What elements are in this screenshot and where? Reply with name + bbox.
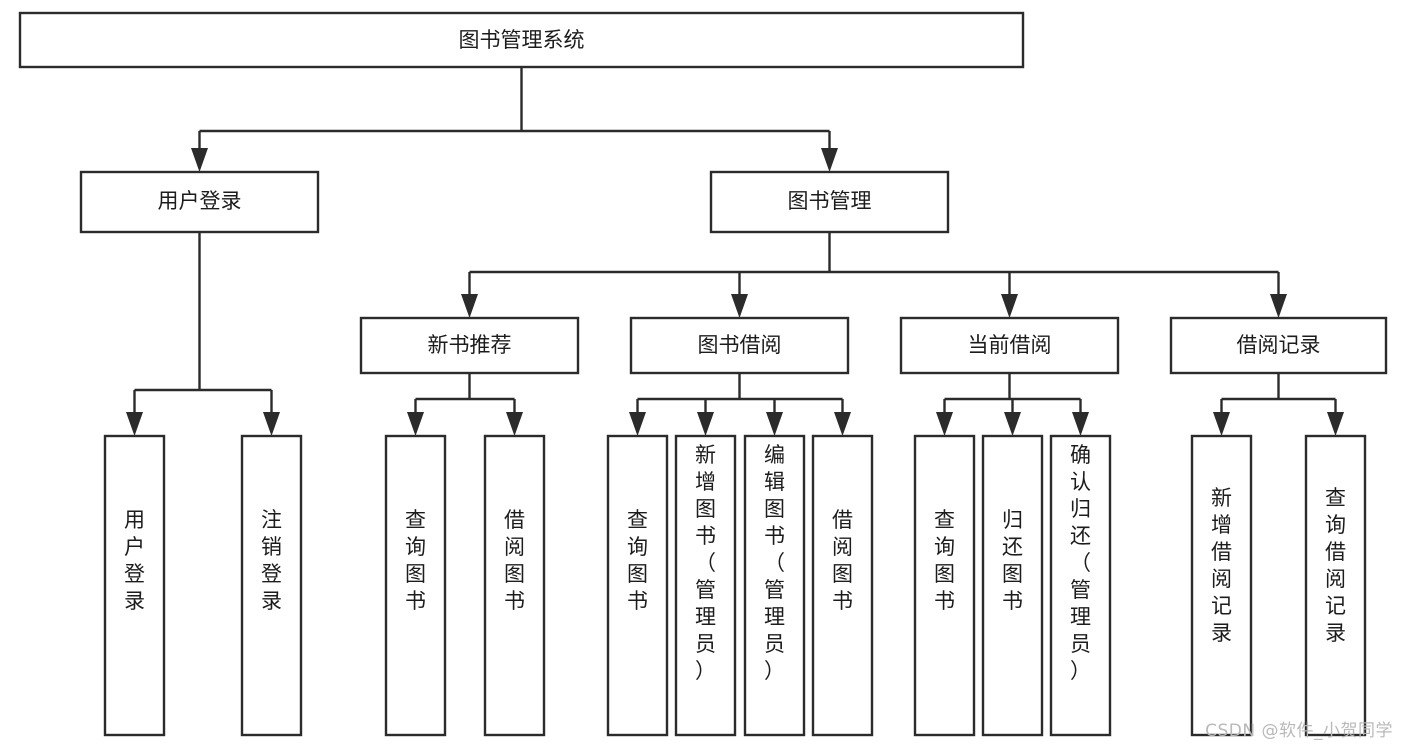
arrow-head-icon bbox=[697, 412, 714, 436]
node-label-user-login: 用户登录 bbox=[158, 189, 242, 213]
arrow-head-icon bbox=[821, 148, 838, 172]
node-label-current-borrow: 当前借阅 bbox=[968, 333, 1052, 357]
node-box-leaf[interactable] bbox=[483, 434, 546, 737]
arrow-head-icon bbox=[936, 412, 953, 436]
node-box-leaf[interactable] bbox=[384, 434, 447, 737]
node-label-leaf-logout: 注销登录 bbox=[261, 508, 282, 613]
edge-book-borrow-to-leaves bbox=[629, 373, 851, 436]
node-leaf-query-book-rec[interactable]: 查询图书 bbox=[384, 434, 447, 737]
node-label-book-borrow: 图书借阅 bbox=[698, 333, 782, 357]
node-current-borrow[interactable]: 当前借阅 bbox=[899, 316, 1120, 375]
node-leaf-borrow-book-borrow[interactable]: 借阅图书 bbox=[811, 434, 874, 737]
node-box-leaf[interactable] bbox=[1190, 434, 1253, 737]
arrow-head-icon bbox=[1001, 294, 1018, 318]
node-label-leaf-user-login: 用户登录 bbox=[124, 508, 145, 613]
node-leaf-logout[interactable]: 注销登录 bbox=[240, 434, 303, 737]
node-label-root: 图书管理系统 bbox=[459, 28, 585, 52]
node-box-leaf[interactable] bbox=[103, 434, 166, 737]
arrow-head-icon bbox=[126, 412, 143, 436]
arrow-head-icon bbox=[1270, 294, 1287, 318]
node-label-book-management: 图书管理 bbox=[788, 189, 872, 213]
edge-borrow-record-to-leaves bbox=[1213, 373, 1344, 436]
node-box-current-borrow[interactable] bbox=[899, 316, 1120, 375]
edge-user-login-to-leaves bbox=[126, 232, 280, 436]
arrow-head-icon bbox=[766, 412, 783, 436]
node-label-leaf-query-book-borrow: 查询图书 bbox=[627, 508, 648, 613]
node-box-leaf[interactable] bbox=[240, 434, 303, 737]
node-label-leaf-confirm-return-admin: 确认归还（管理员） bbox=[1070, 443, 1091, 683]
node-leaf-confirm-return-admin[interactable]: 确认归还（管理员） bbox=[1049, 434, 1112, 737]
arrow-head-icon bbox=[1072, 412, 1089, 436]
node-box-borrow-record[interactable] bbox=[1169, 316, 1388, 375]
node-leaf-user-login[interactable]: 用户登录 bbox=[103, 434, 166, 737]
node-box-leaf[interactable] bbox=[811, 434, 874, 737]
node-box-leaf[interactable] bbox=[1049, 434, 1112, 737]
arrow-head-icon bbox=[461, 294, 478, 318]
node-box-leaf[interactable] bbox=[743, 434, 806, 737]
node-leaf-query-book-borrow[interactable]: 查询图书 bbox=[606, 434, 669, 737]
node-borrow-record[interactable]: 借阅记录 bbox=[1169, 316, 1388, 375]
arrow-head-icon bbox=[1327, 412, 1344, 436]
node-new-book-recommend[interactable]: 新书推荐 bbox=[359, 316, 580, 375]
arrow-head-icon bbox=[731, 294, 748, 318]
arrow-head-icon bbox=[407, 412, 424, 436]
node-label-leaf-add-borrow-record: 新增借阅记录 bbox=[1211, 486, 1232, 645]
node-label-leaf-query-borrow-record: 查询借阅记录 bbox=[1325, 486, 1346, 645]
node-leaf-query-book-current[interactable]: 查询图书 bbox=[913, 434, 976, 737]
node-label-leaf-add-book-admin: 新增图书（管理员） bbox=[695, 443, 716, 683]
node-box-book-borrow[interactable] bbox=[629, 316, 850, 375]
node-box-leaf[interactable] bbox=[1304, 434, 1367, 737]
edge-book-mgmt-to-level3 bbox=[461, 232, 1287, 318]
arrow-head-icon bbox=[506, 412, 523, 436]
arrow-head-icon bbox=[1213, 412, 1230, 436]
node-label-new-book-recommend: 新书推荐 bbox=[428, 333, 512, 357]
node-label-borrow-record: 借阅记录 bbox=[1237, 333, 1321, 357]
arrow-head-icon bbox=[191, 148, 208, 172]
arrow-head-icon bbox=[263, 412, 280, 436]
node-box-root[interactable] bbox=[18, 11, 1025, 69]
node-box-user-login[interactable] bbox=[79, 170, 320, 234]
node-label-leaf-edit-book-admin: 编辑图书（管理员） bbox=[764, 443, 785, 683]
node-box-leaf[interactable] bbox=[606, 434, 669, 737]
node-leaf-query-borrow-record[interactable]: 查询借阅记录 bbox=[1304, 434, 1367, 737]
edge-new-book-rec-to-leaves bbox=[407, 373, 523, 436]
arrow-head-icon bbox=[834, 412, 851, 436]
node-label-leaf-return-book: 归还图书 bbox=[1002, 508, 1023, 613]
arrow-head-icon bbox=[629, 412, 646, 436]
edge-current-borrow-to-leaves bbox=[936, 373, 1089, 436]
connector-layer bbox=[126, 67, 1344, 436]
node-box-book-management[interactable] bbox=[709, 170, 950, 234]
node-leaf-add-book-admin[interactable]: 新增图书（管理员） bbox=[674, 434, 737, 737]
node-box-leaf[interactable] bbox=[981, 434, 1044, 737]
node-leaf-return-book[interactable]: 归还图书 bbox=[981, 434, 1044, 737]
node-book-management[interactable]: 图书管理 bbox=[709, 170, 950, 234]
node-box-new-book-recommend[interactable] bbox=[359, 316, 580, 375]
node-label-leaf-query-book-rec: 查询图书 bbox=[405, 508, 426, 613]
node-label-leaf-borrow-book-rec: 借阅图书 bbox=[504, 508, 525, 613]
node-box-leaf[interactable] bbox=[913, 434, 976, 737]
arrow-head-icon bbox=[1004, 412, 1021, 436]
node-box-leaf[interactable] bbox=[674, 434, 737, 737]
node-book-borrow[interactable]: 图书借阅 bbox=[629, 316, 850, 375]
node-leaf-edit-book-admin[interactable]: 编辑图书（管理员） bbox=[743, 434, 806, 737]
node-user-login[interactable]: 用户登录 bbox=[79, 170, 320, 234]
edge-root-to-level2 bbox=[191, 67, 838, 172]
watermark-text: CSDN @软件_小贺同学 bbox=[1205, 721, 1393, 741]
node-leaf-add-borrow-record[interactable]: 新增借阅记录 bbox=[1190, 434, 1253, 737]
node-label-leaf-query-book-current: 查询图书 bbox=[934, 508, 955, 613]
node-leaf-borrow-book-rec[interactable]: 借阅图书 bbox=[483, 434, 546, 737]
node-root-system[interactable]: 图书管理系统 bbox=[18, 11, 1025, 69]
node-label-leaf-borrow-book-borrow: 借阅图书 bbox=[832, 508, 853, 613]
